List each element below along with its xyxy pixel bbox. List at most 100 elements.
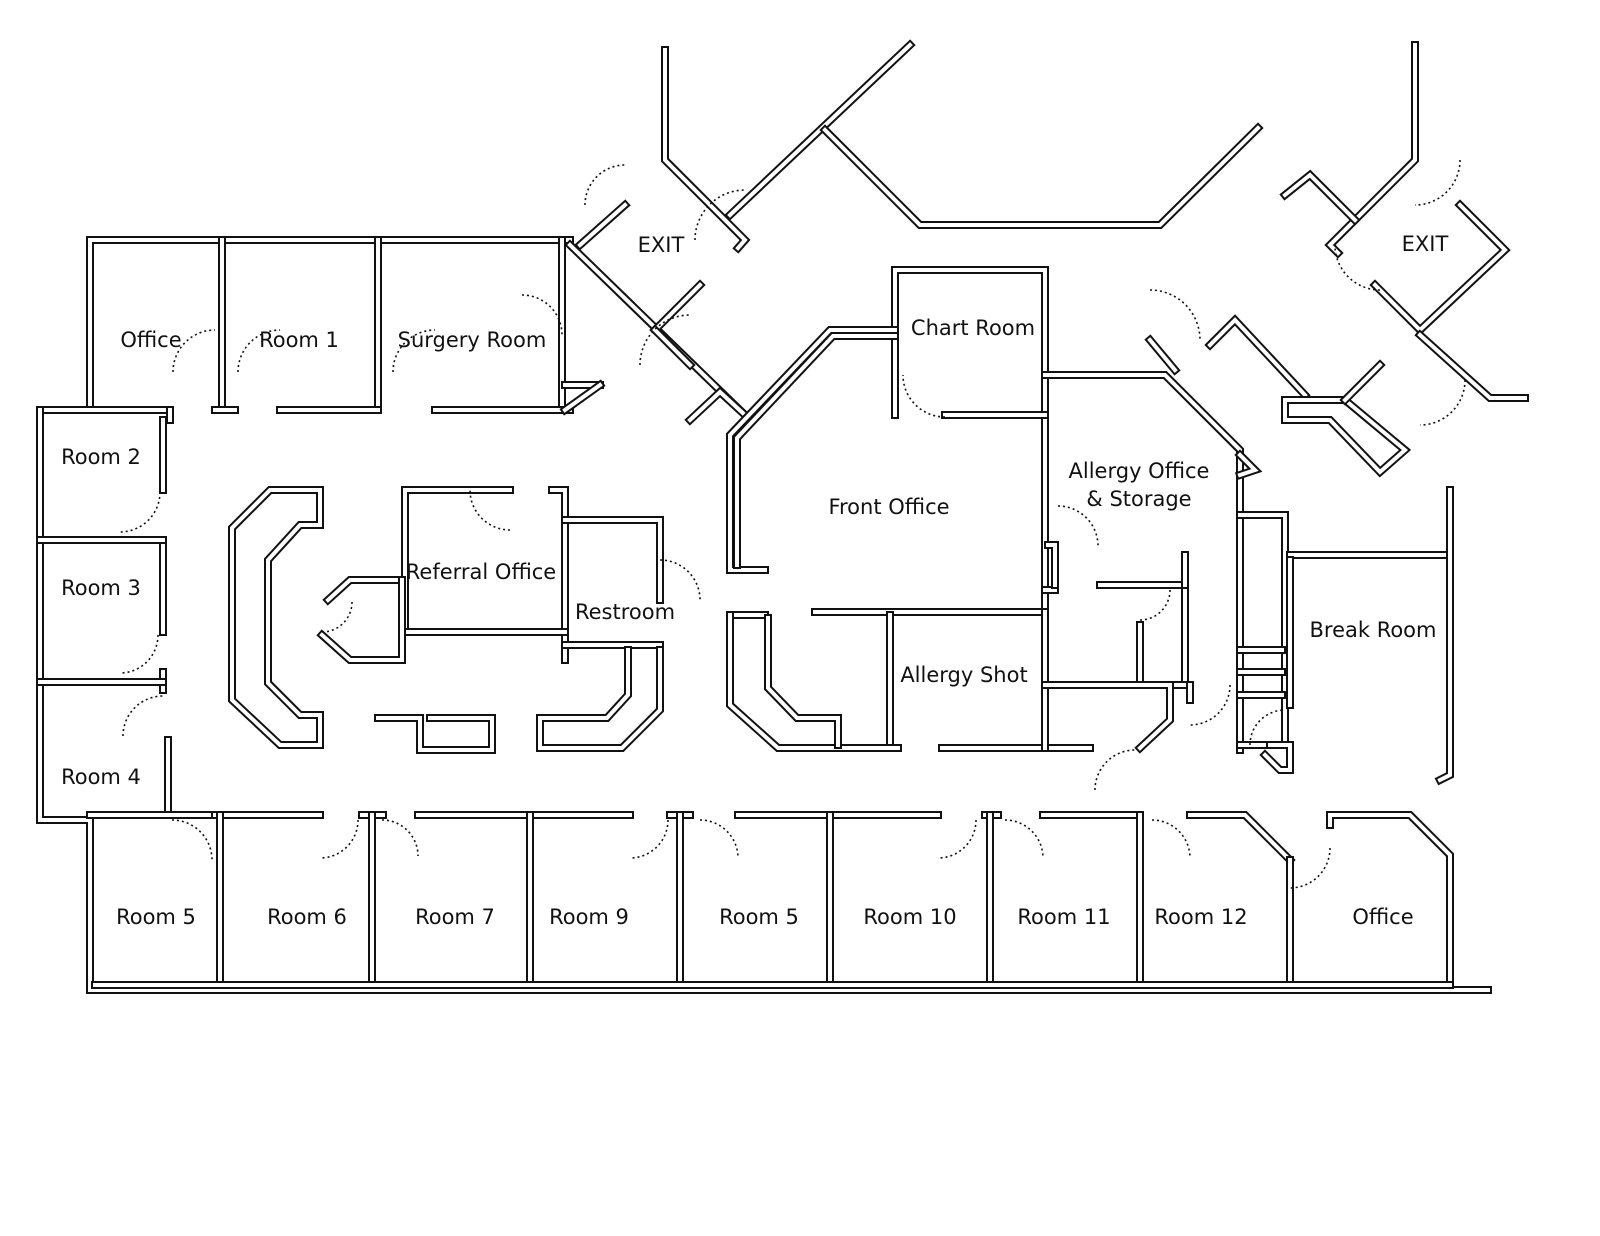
wall-segment [728,328,897,572]
wall-segment [1186,811,1296,866]
label-chart-room: Chart Room [911,316,1035,340]
label-front-office: Front Office [828,495,949,519]
wall-segment [735,334,897,567]
wall-segment [1046,543,1057,587]
wall-segment [1043,683,1172,751]
wall-segment [1326,811,1454,989]
wall-segment [1138,623,1187,687]
wall-segment [376,716,494,752]
wall-segment [822,125,1261,227]
door-swing-arc [319,819,359,859]
door-swing-arc [1094,749,1136,791]
wall-segment [733,332,899,569]
door-swing-arc [699,819,739,859]
wall-segment [652,282,703,333]
wall-segment [577,202,628,248]
wall-segment [562,382,603,413]
label-allergy-office: Allergy Office [1069,459,1210,483]
wall-segment [1342,362,1383,403]
wall-segment [819,122,1264,229]
wall-segment [1136,621,1189,689]
wall-segment [1327,43,1417,256]
wall-segment [374,714,496,754]
wall-segment [728,613,900,750]
room-labels: Office Room 1 Surgery Room EXIT EXIT Cha… [61,232,1448,929]
door-swing-arc [321,601,353,633]
wall-segment [1043,373,1242,752]
label-bottom-room: Room 9 [549,905,629,929]
label-bottom-room: Room 11 [1017,905,1110,929]
door-swing-arc [937,819,977,859]
wall-segment [766,616,840,747]
wall-segment [726,326,899,574]
label-room-2: Room 2 [61,445,141,469]
label-room-4: Room 4 [61,765,141,789]
wall-segment [550,488,567,662]
label-office-top: Office [120,328,181,352]
label-exit-left: EXIT [638,233,685,257]
wall-segment [1207,317,1308,398]
wall-segment [1041,371,1244,754]
door-swing-arc [171,819,213,861]
walls [36,39,1529,994]
label-restroom: Restroom [575,600,675,624]
door-swing-arc [1189,684,1231,726]
door-swing-arc [119,491,161,533]
wall-segment [661,46,751,254]
wall-segment [1238,513,1287,747]
wall-segment [1414,329,1529,402]
label-bottom-room: Room 12 [1154,905,1247,929]
label-allergy-shot: Allergy Shot [900,663,1027,687]
label-room-3: Room 3 [61,576,141,600]
label-referral-office: Referral Office [406,560,556,584]
label-break-room: Break Room [1309,618,1436,642]
door-swing-arc [1057,505,1099,547]
wall-segment [1147,337,1178,373]
wall-segment [319,578,404,662]
wall-segment [88,238,572,412]
door-swing-arc [659,559,701,601]
wall-segment [1236,511,1289,749]
door-swing-arc [629,819,669,859]
label-bottom-room: Room 5 [719,905,799,929]
label-room-1: Room 1 [259,328,339,352]
wall-segment [1282,172,1358,223]
wall-segment [325,578,404,603]
door-swing-arc [1151,819,1191,859]
wall-segment [36,406,1492,994]
wall-segment [228,486,324,749]
door-swing-arc [1419,379,1466,426]
door-swing-arc [1139,589,1171,621]
wall-segment [86,236,574,414]
door-swing-arc [1249,709,1286,746]
door-swing-arc [902,374,946,418]
wall-segment [687,389,748,423]
label-bottom-room: Room 7 [415,905,495,929]
label-surgery-room: Surgery Room [398,328,547,352]
label-exit-right: EXIT [1402,232,1449,256]
wall-segment [1237,452,1259,478]
wall-segment [1328,813,1452,987]
wall-segment [38,408,1490,992]
door-swing-arc [469,489,511,531]
wall-segment [1437,488,1452,783]
door-swing-arc [1334,244,1381,291]
wall-segment [893,268,1047,612]
door-swing-arc [1004,819,1044,859]
label-bottom-room: Room 6 [267,905,347,929]
wall-segment [1372,202,1508,333]
wall-segment [1188,813,1293,863]
wall-segment [1417,332,1527,400]
door-swings [119,159,1466,889]
label-bottom-room: Room 10 [863,905,956,929]
door-swing-arc [381,819,419,857]
door-swing-arc [521,294,563,336]
door-swing-arc [1149,289,1201,341]
wall-segment [652,327,693,368]
wall-segment [561,516,664,604]
door-swing-arc [584,164,626,206]
door-swing-arc [1289,847,1331,889]
wall-segment [536,646,664,752]
wall-segment [230,488,322,747]
